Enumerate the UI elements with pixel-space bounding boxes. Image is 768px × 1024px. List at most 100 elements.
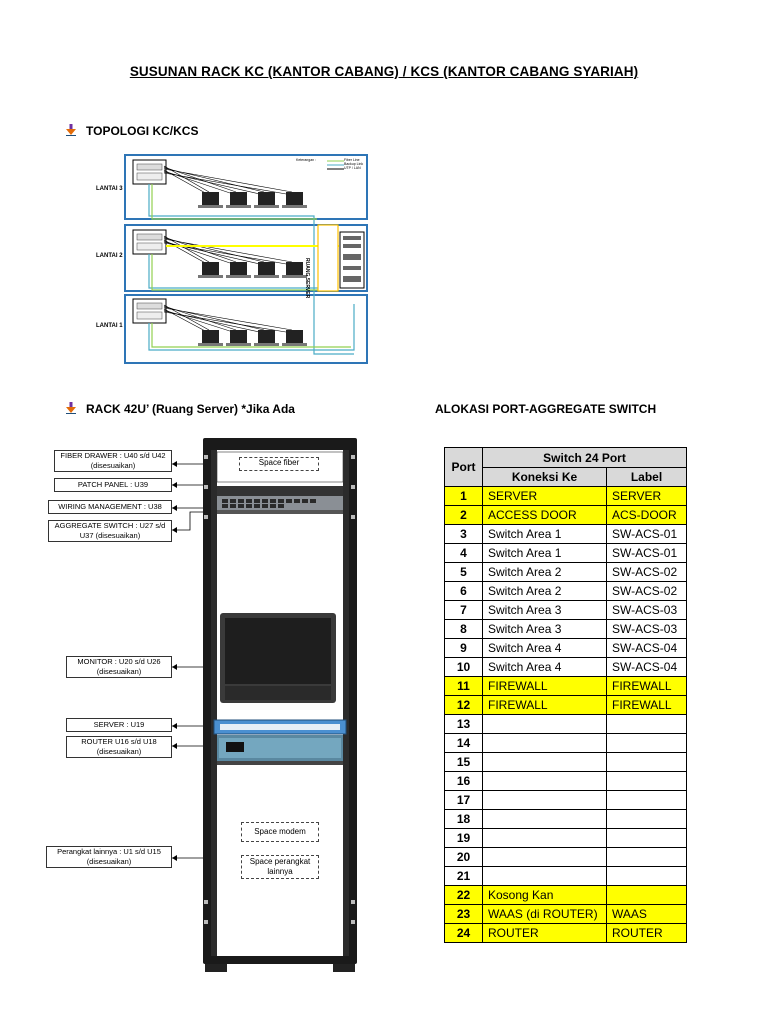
label-cell [606,809,687,829]
connect-cell: ACCESS DOOR [482,505,607,525]
label-cell [606,847,687,867]
label-cell: SW-ACS-04 [606,657,687,677]
connect-cell: Switch Area 2 [482,562,607,582]
floor2-switch [132,229,167,255]
port-cell: 7 [444,600,483,620]
connect-cell: ROUTER [482,923,607,943]
connect-cell: WAAS (di ROUTER) [482,904,607,924]
connect-cell [482,714,607,734]
label-cell: SW-ACS-04 [606,638,687,658]
rack-svg [172,438,357,972]
connect-cell [482,771,607,791]
label-cell: SW-ACS-03 [606,600,687,620]
port-cell: 22 [444,885,483,905]
connect-cell [482,790,607,810]
rack-heading: RACK 42U’ (Ruang Server) *Jika Ada [66,402,295,416]
port-cell: 3 [444,524,483,544]
label-cell [606,714,687,734]
col-connect-header: Koneksi Ke [482,467,607,487]
label-monitor: MONITOR : U20 s/d U26 (disesuaikan) [66,656,172,678]
port-cell: 15 [444,752,483,772]
port-table-heading: ALOKASI PORT-AGGREGATE SWITCH [435,402,657,416]
floor-label-2: LANTAI 2 [96,253,123,259]
connect-cell: Switch Area 3 [482,619,607,639]
connect-cell: Switch Area 1 [482,543,607,563]
bullet-arrow-icon [66,124,76,136]
floor-label-1: LANTAI 1 [96,323,123,329]
label-fiber-drawer: FIBER DRAWER : U40 s/d U42 (disesuaikan) [54,450,172,472]
port-cell: 16 [444,771,483,791]
connect-cell: Switch Area 2 [482,581,607,601]
label-cell: ROUTER [606,923,687,943]
label-cell: WAAS [606,904,687,924]
label-cell [606,771,687,791]
connect-cell: FIREWALL [482,695,607,715]
connect-cell: Switch Area 4 [482,638,607,658]
table-row: 20 [444,847,687,867]
connect-cell [482,809,607,829]
space-other: Space perangkat lainnya [241,855,319,879]
table-row: 14 [444,733,687,753]
space-modem: Space modem [241,822,319,842]
col-port-header: Port [444,447,483,487]
label-cell: SERVER [606,486,687,506]
port-cell: 18 [444,809,483,829]
label-cell [606,790,687,810]
label-server: SERVER : U19 [66,718,172,732]
port-cell: 1 [444,486,483,506]
table-row: 16 [444,771,687,791]
label-cell [606,866,687,886]
label-cell [606,828,687,848]
port-cell: 21 [444,866,483,886]
connect-cell [482,828,607,848]
page-title: SUSUNAN RACK KC (KANTOR CABANG) / KCS (K… [129,64,639,79]
port-cell: 23 [444,904,483,924]
label-cell: SW-ACS-03 [606,619,687,639]
label-aggregate-switch: AGGREGATE SWITCH : U27 s/d U37 (disesuai… [48,520,172,542]
connect-cell [482,866,607,886]
topology-heading: TOPOLOGI KC/KCS [66,124,198,138]
bullet-arrow-icon [66,402,76,414]
port-cell: 24 [444,923,483,943]
label-patch-panel: PATCH PANEL : U39 [54,478,172,492]
port-cell: 12 [444,695,483,715]
topology-svg [124,154,368,364]
legend-utp: UTP / LAN [344,166,361,170]
server-room-label: RUANG SERVER [304,258,310,299]
port-cell: 17 [444,790,483,810]
label-cell: FIREWALL [606,695,687,715]
connect-cell [482,847,607,867]
label-cell [606,733,687,753]
label-cell: SW-ACS-01 [606,524,687,544]
label-other-devices: Perangkat lainnya : U1 s/d U15 (disesuai… [46,846,172,868]
label-cell: ACS-DOOR [606,505,687,525]
connect-cell [482,733,607,753]
port-cell: 13 [444,714,483,734]
table-row: 13 [444,714,687,734]
table-row: 15 [444,752,687,772]
port-cell: 2 [444,505,483,525]
connect-cell: Kosong Kan [482,885,607,905]
rack-diagram: FIBER DRAWER : U40 s/d U42 (disesuaikan)… [0,430,430,990]
legend-items: Fiber Line Backup Link UTP / LAN [344,158,363,170]
label-wiring-management: WIRING MANAGEMENT : U38 [48,500,172,514]
label-cell: SW-ACS-02 [606,562,687,582]
port-cell: 19 [444,828,483,848]
port-cell: 6 [444,581,483,601]
switch-group-header: Switch 24 Port [482,447,687,468]
legend-backup: Backup Link [344,162,364,166]
